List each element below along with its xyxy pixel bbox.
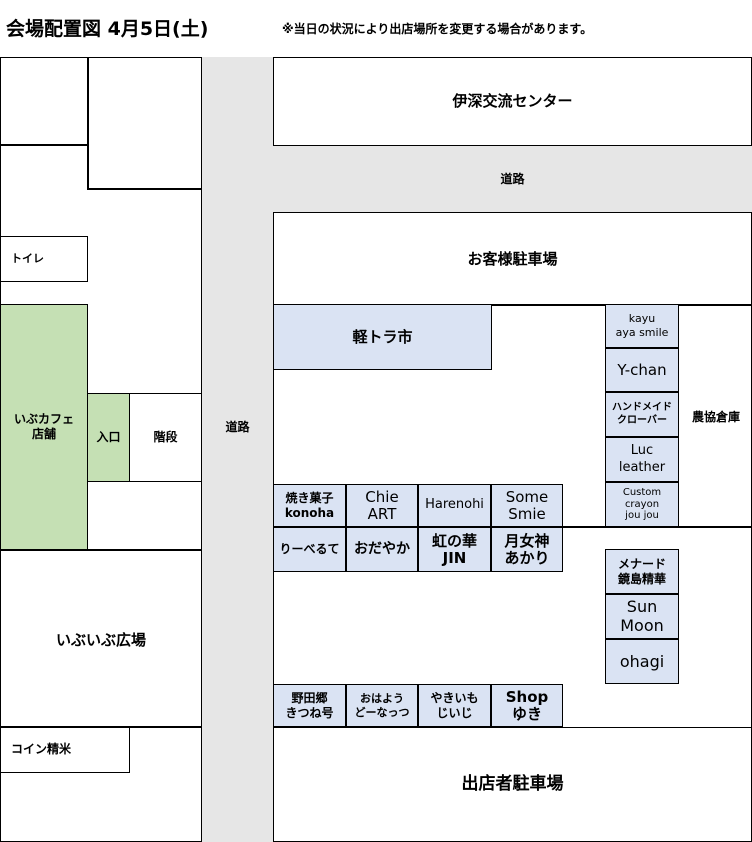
- horizontal-road: [273, 146, 752, 212]
- toilet: トイレ: [0, 236, 88, 282]
- stall-odayaka: おだやか: [346, 527, 418, 572]
- parking-building-outline: [273, 212, 752, 728]
- stall-chie-art: Chie ART: [346, 484, 418, 527]
- stairs: 階段: [129, 393, 202, 482]
- stall-sun-moon: Sun Moon: [605, 594, 679, 639]
- stall-yakigashi-konoha: 焼き菓子 konoha: [273, 484, 346, 527]
- stall-handmade-clover: ハンドメイド クローバー: [605, 392, 679, 437]
- stall-tsuki-megami-akari: 月女神 あかり: [491, 527, 563, 572]
- stall-kei-tora: 軽トラ市: [273, 304, 492, 370]
- left-divider: [87, 57, 89, 189]
- vendor-parking: 出店者駐車場: [273, 727, 752, 842]
- entrance: 入口: [87, 393, 130, 482]
- horizontal-road-label: 道路: [500, 171, 525, 186]
- stall-shop-yuki: Shop ゆき: [491, 684, 563, 727]
- left-divider: [0, 549, 202, 551]
- stall-niji-no-hana-jin: 虹の華 JIN: [418, 527, 491, 572]
- stall-ychan: Y-chan: [605, 348, 679, 392]
- stall-ohagi: ohagi: [605, 639, 679, 684]
- stall-ohayou-donuts: おはよう どーなっつ: [346, 684, 418, 727]
- vertical-road-label: 道路: [225, 419, 250, 434]
- noukyo-warehouse: 農協倉庫: [691, 409, 740, 424]
- stall-luc-leather: Luc leather: [605, 437, 679, 482]
- page-title: 会場配置図 4月5日(土): [6, 18, 209, 40]
- stall-kayu: kayu aya smile: [605, 304, 679, 348]
- stall-some-smie: Some Smie: [491, 484, 563, 527]
- stall-ribeurute: りーべるて: [273, 527, 346, 572]
- notice-text: ※当日の状況により出店場所を変更する場合があります。: [282, 22, 593, 36]
- left-divider: [87, 188, 202, 190]
- parking-divider: [273, 304, 752, 306]
- stall-harenohi: Harenohi: [418, 484, 491, 527]
- stall-custom-crayon: Custom crayon jou jou: [605, 482, 679, 527]
- left-divider: [0, 144, 88, 146]
- ibuibu-plaza: いぶいぶ広場: [55, 630, 146, 649]
- vertical-road: [202, 57, 273, 842]
- iwuka-exchange-center: 伊深交流センター: [273, 57, 752, 146]
- customer-parking: お客様駐車場: [467, 249, 558, 268]
- stall-menard: メナード 鏡島精華: [605, 549, 679, 594]
- stall-yakiimo-jiiji: やきいも じいじ: [418, 684, 491, 727]
- coin-rice-mill: コイン精米: [0, 726, 130, 773]
- cafe-shop: いぶカフェ 店舗: [0, 304, 88, 550]
- stall-noda-kitsune: 野田郷 きつね号: [273, 684, 346, 727]
